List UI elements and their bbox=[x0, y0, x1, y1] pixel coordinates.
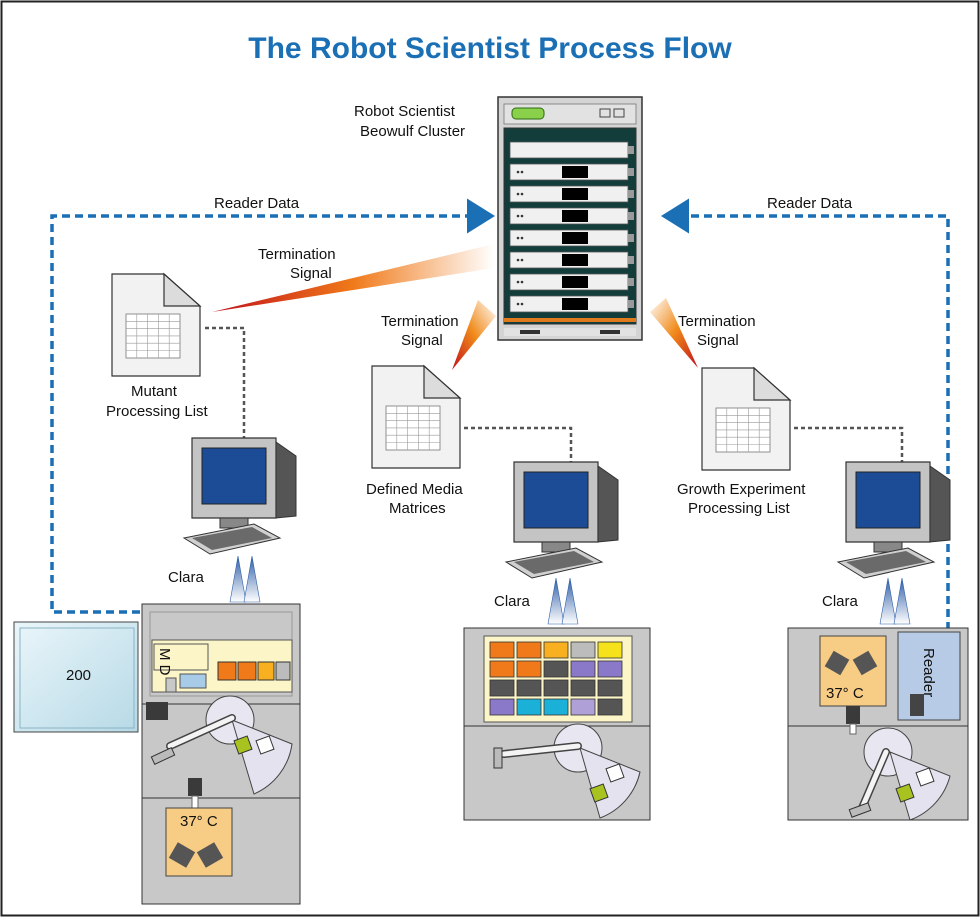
computer-right-icon bbox=[836, 461, 951, 579]
rack-server-unit bbox=[509, 295, 634, 313]
reader-data-label-left: Reader Data bbox=[214, 195, 300, 212]
rack-server-unit bbox=[509, 229, 634, 247]
right-incubator-label: 37° C bbox=[826, 685, 864, 702]
wireless-link-center bbox=[547, 577, 579, 625]
signal-left-line2: Signal bbox=[290, 265, 332, 282]
termination-signal-beam-center bbox=[452, 300, 496, 370]
reader-data-flow-left bbox=[50, 198, 495, 614]
signal-center-line1: Termination bbox=[381, 313, 459, 330]
left-robot-station bbox=[13, 603, 301, 905]
computer-center-icon bbox=[504, 461, 619, 579]
rack-server-unit bbox=[509, 251, 634, 269]
media-plate-grid bbox=[489, 641, 623, 716]
reader-data-label-right: Reader Data bbox=[767, 195, 853, 212]
media-plate-well bbox=[489, 698, 515, 716]
rack-server-unit bbox=[509, 207, 634, 225]
signal-right-line1: Termination bbox=[678, 313, 756, 330]
rack-server-unit bbox=[509, 163, 634, 181]
doc-center-line2: Matrices bbox=[389, 500, 446, 517]
center-robot-station bbox=[463, 627, 651, 821]
cluster-label-line2: Beowulf Cluster bbox=[360, 123, 465, 140]
computer-center-label: Clara bbox=[494, 593, 531, 610]
media-plate-well bbox=[516, 660, 542, 678]
right-robot-station bbox=[787, 627, 969, 821]
media-plate-well bbox=[570, 660, 596, 678]
signal-right-line2: Signal bbox=[697, 332, 739, 349]
media-plate-well bbox=[516, 641, 542, 659]
computer-left-label: Clara bbox=[168, 569, 205, 586]
termination-signal-beam-right bbox=[650, 298, 698, 368]
doc-left-line2: Processing List bbox=[106, 403, 209, 420]
defined-media-matrices-document-icon bbox=[371, 364, 462, 469]
doc-right-line1: Growth Experiment bbox=[677, 481, 806, 498]
rack-server-unit bbox=[509, 185, 634, 203]
media-plate-well bbox=[489, 641, 515, 659]
termination-signal-beam-left bbox=[212, 244, 494, 312]
doc-center-line1: Defined Media bbox=[366, 481, 463, 498]
media-plate-well bbox=[489, 679, 515, 697]
computer-left-icon bbox=[182, 437, 297, 555]
doc-left-line1: Mutant bbox=[131, 383, 178, 400]
media-plate-well bbox=[516, 698, 542, 716]
mutant-processing-list-document-icon bbox=[111, 272, 202, 377]
media-plate-well bbox=[543, 679, 569, 697]
diagram-title: The Robot Scientist Process Flow bbox=[248, 32, 732, 65]
cluster-label-line1: Robot Scientist bbox=[354, 103, 456, 120]
media-plate-well bbox=[597, 660, 623, 678]
media-plate-well bbox=[570, 641, 596, 659]
reader-label: Reader bbox=[920, 648, 937, 697]
signal-left-line1: Termination bbox=[258, 246, 336, 263]
doc-right-line2: Processing List bbox=[688, 500, 791, 517]
media-plate-well bbox=[543, 698, 569, 716]
connector-center bbox=[464, 426, 573, 465]
left-panel-label: M D bbox=[156, 648, 173, 676]
media-plate-well bbox=[516, 679, 542, 697]
wireless-link-right bbox=[879, 577, 911, 625]
plate-box-label: 200 bbox=[66, 667, 91, 684]
media-plate-well bbox=[570, 698, 596, 716]
media-plate-well bbox=[597, 698, 623, 716]
computer-right-label: Clara bbox=[822, 593, 859, 610]
media-plate-well bbox=[543, 660, 569, 678]
left-incubator-label: 37° C bbox=[180, 813, 218, 830]
media-plate-well bbox=[543, 641, 569, 659]
rack-server-unit bbox=[509, 273, 634, 291]
media-plate-well bbox=[570, 679, 596, 697]
growth-experiment-list-document-icon bbox=[701, 366, 792, 471]
media-plate-well bbox=[597, 679, 623, 697]
connector-right bbox=[794, 426, 904, 465]
rack-server-units bbox=[509, 141, 634, 313]
media-plate-well bbox=[597, 641, 623, 659]
media-plate-well bbox=[489, 660, 515, 678]
rack-server-unit bbox=[509, 141, 634, 159]
connector-left bbox=[205, 326, 246, 440]
signal-center-line2: Signal bbox=[401, 332, 443, 349]
wireless-link-left bbox=[229, 555, 261, 603]
